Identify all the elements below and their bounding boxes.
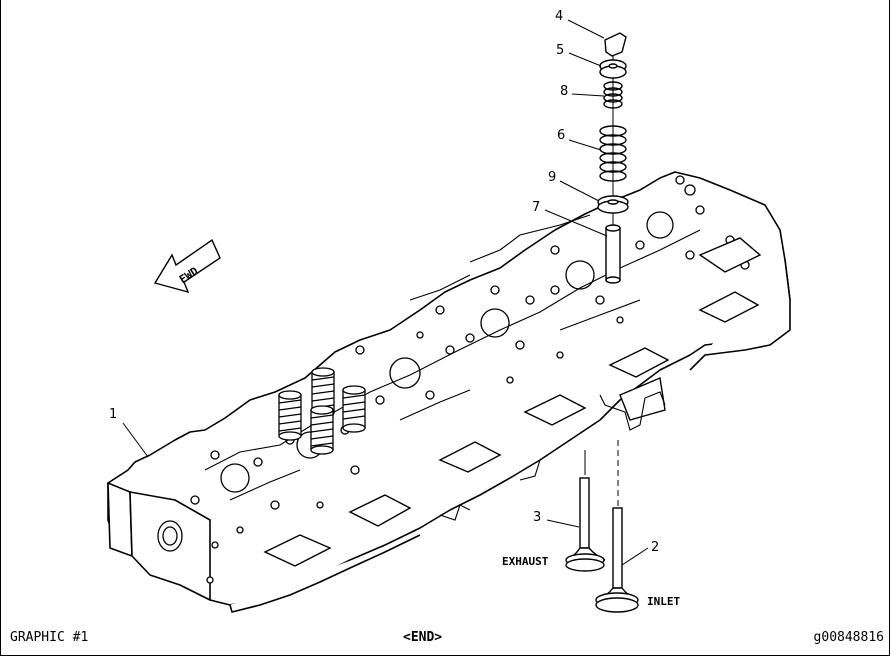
graphic-id: g00848816 [813, 630, 884, 645]
spring-retainer [599, 59, 627, 79]
inlet-valve [595, 507, 639, 613]
spring-a [278, 390, 302, 441]
exhaust-valve [565, 477, 606, 572]
callout-1: 1 [109, 407, 117, 422]
callout-6: 6 [557, 128, 565, 143]
end-marker: <END> [403, 630, 443, 645]
spring-c [342, 385, 366, 433]
cylinder-head [107, 171, 791, 613]
callout-7: 7 [532, 200, 540, 215]
leader-lines [122, 19, 649, 566]
callout-2: 2 [651, 540, 659, 555]
valves [565, 440, 639, 613]
installed-valve-springs [278, 367, 366, 455]
callout-9: 9 [548, 170, 556, 185]
spring-d [310, 405, 334, 455]
exploded-valve-stack [597, 32, 629, 284]
valve-guide [605, 224, 621, 284]
valve-rotator [597, 195, 629, 214]
callout-5: 5 [556, 43, 564, 58]
port-openings [263, 237, 762, 567]
graphic-number: GRAPHIC #1 [10, 630, 89, 645]
valve-keeper [604, 32, 627, 57]
inner-valve-spring [603, 81, 623, 109]
callout-3: 3 [533, 510, 541, 525]
inlet-caption: INLET [647, 595, 680, 608]
callout-4: 4 [555, 9, 563, 24]
exhaust-caption: EXHAUST [502, 555, 549, 568]
outer-valve-spring [599, 125, 627, 182]
callout-8: 8 [560, 84, 568, 99]
callout-labels: 4 5 8 6 9 7 1 3 2 [109, 9, 659, 555]
forward-arrow: FWD [153, 238, 221, 294]
